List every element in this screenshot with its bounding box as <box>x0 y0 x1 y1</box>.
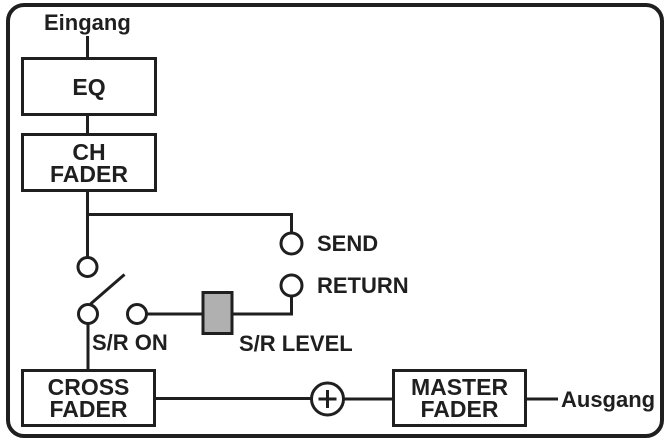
diagram-border <box>6 3 664 438</box>
master-fader-block: MASTER FADER <box>392 369 527 427</box>
switch-terminal-bottom-icon <box>77 303 99 325</box>
sr-level-fader-icon <box>201 291 234 335</box>
cross-fader-block: CROSS FADER <box>21 369 156 427</box>
send-jack-icon <box>279 231 304 256</box>
wire-branch-to-send <box>87 213 293 233</box>
cross-fader-block-label: CROSS FADER <box>47 374 130 422</box>
return-label: RETURN <box>317 273 409 298</box>
send-label: SEND <box>317 231 379 256</box>
switch-terminal-right-icon <box>126 303 148 325</box>
plus-icon <box>318 390 337 408</box>
output-label: Ausgang <box>561 387 656 412</box>
switch-terminal-top-icon <box>76 256 99 278</box>
eq-block-label: EQ <box>72 73 106 100</box>
master-fader-block-label: MASTER FADER <box>410 374 509 422</box>
sr-on-label: S/R ON <box>92 330 168 355</box>
sr-on-switch-arm-icon <box>89 273 126 306</box>
sr-level-label: S/R LEVEL <box>239 331 353 356</box>
ch-fader-block-label: CH FADER <box>50 138 128 187</box>
eq-block: EQ <box>21 57 157 116</box>
return-jack-icon <box>279 273 304 298</box>
wire-return-to-srlevel <box>232 296 293 316</box>
input-label: Eingang <box>44 10 131 35</box>
ch-fader-block: CH FADER <box>21 133 157 192</box>
